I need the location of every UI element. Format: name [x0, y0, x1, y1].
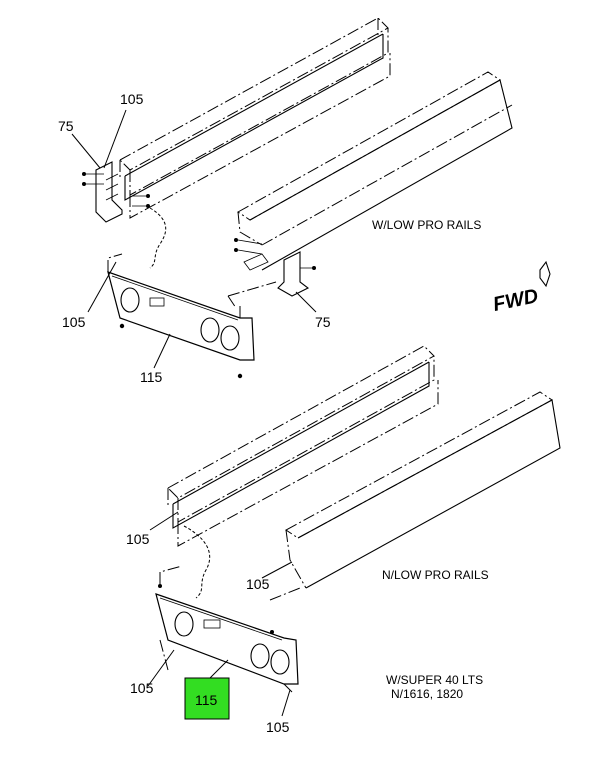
leader-bottom-105-panel: [147, 649, 175, 687]
bottom-wiring-harness: [183, 525, 211, 599]
top-left-frame-rail: [119, 17, 391, 219]
fwd-arrow-icon: [539, 260, 551, 288]
note-w-low-pro-rails: W/LOW PRO RAILS: [372, 218, 481, 232]
callout-75-right: 75: [315, 314, 331, 330]
fwd-indicator: FWD: [491, 285, 540, 316]
top-wiring-harness: [149, 207, 167, 269]
top-right-bracket: [234, 238, 316, 297]
top-phantom-link: [227, 281, 277, 309]
highlight-box: [184, 677, 230, 720]
callout-75-left: 75: [58, 118, 74, 134]
callout-105-rail: 105: [126, 531, 150, 547]
note-w-super-40-lts: W/SUPER 40 LTS: [386, 673, 483, 687]
callout-105-lower: 105: [62, 314, 86, 330]
callout-105-upper: 105: [120, 91, 144, 107]
leader-bottom-105-nlow: [261, 561, 293, 579]
leader-top-105-upper: [103, 109, 127, 169]
callout-115-top: 115: [140, 369, 163, 385]
bottom-right-low-pro-rail: [285, 391, 561, 589]
bottom-phantom-link: [269, 587, 301, 601]
leader-top-115: [153, 333, 171, 369]
callout-105-panel: 105: [130, 680, 154, 696]
leader-top-75-left: [71, 133, 101, 169]
fwd-label: FWD: [491, 285, 540, 316]
callout-105-nlow: 105: [246, 576, 270, 592]
top-lamp-panel: [107, 253, 255, 379]
top-right-low-pro-rail: [237, 71, 513, 271]
top-left-bracket: [82, 161, 150, 223]
note-n-low-pro-rails: N/LOW PRO RAILS: [382, 568, 489, 582]
bottom-lamp-panel: [155, 565, 299, 693]
leader-top-105-lower: [87, 261, 117, 313]
callout-115-highlighted[interactable]: 115: [195, 692, 218, 708]
note-models: N/1616, 1820: [391, 687, 463, 701]
leader-bottom-105-bottom: [281, 689, 291, 717]
leader-bottom-105-rail: [149, 511, 179, 531]
callout-105-bottom: 105: [266, 719, 290, 735]
leader-top-75-right: [295, 291, 317, 313]
bottom-left-frame-rail: [167, 345, 439, 547]
